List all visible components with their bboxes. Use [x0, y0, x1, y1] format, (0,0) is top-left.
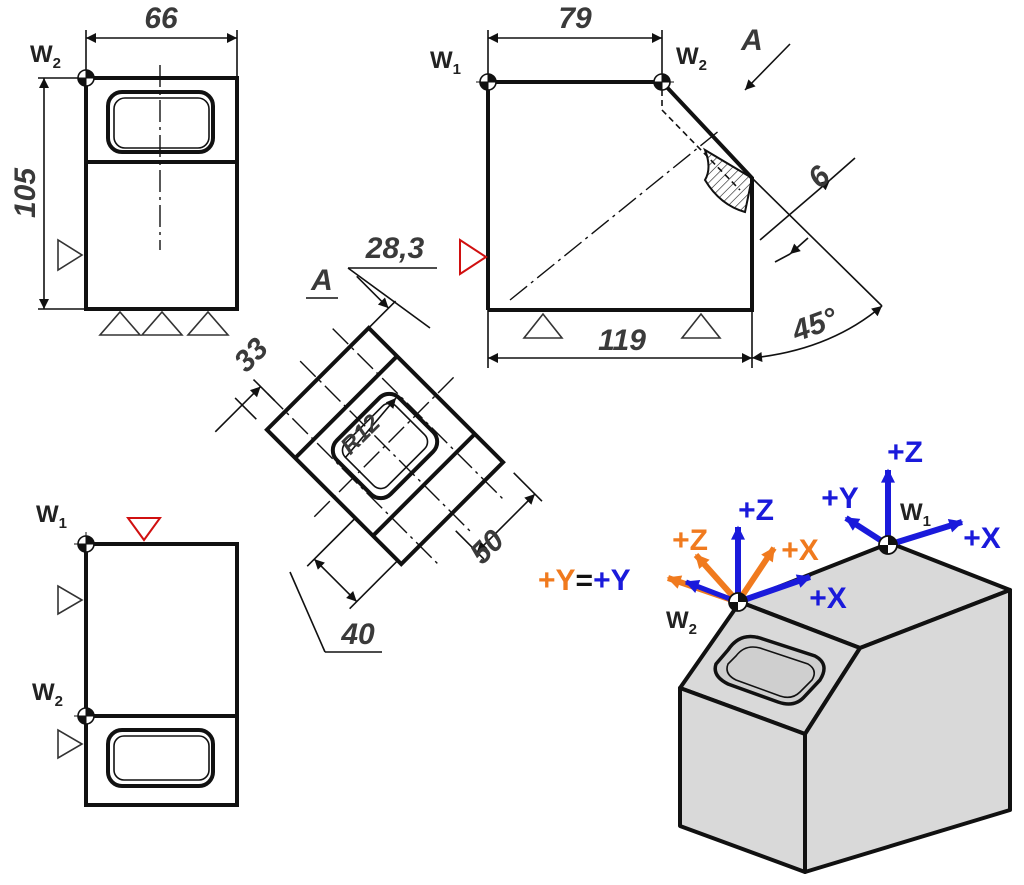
support-triangle [186, 310, 230, 336]
dimension-66: 66 [144, 2, 178, 35]
datum-w2-symbol [74, 66, 98, 90]
support-triangle [98, 310, 142, 336]
dimension-28-3: 28,3 [365, 232, 425, 265]
dimension-105: 105 [9, 167, 42, 218]
datum-w2-label: W2 [676, 43, 707, 74]
view-arrow-a-label: A [740, 24, 763, 57]
w2-x-label-blue: +X [809, 582, 847, 615]
datum-w1-symbol [878, 535, 898, 555]
view-a-title: A [310, 264, 333, 297]
datum-w2-symbol [728, 592, 748, 612]
w2-z-label-blue: +Z [738, 494, 774, 527]
dimension-79: 79 [558, 2, 592, 35]
dimension-119: 119 [598, 324, 646, 357]
dimension-45-degrees: 45° [787, 301, 843, 348]
section-hatch [703, 147, 754, 214]
support-triangle [57, 728, 84, 760]
view-a-detail: 28,3 A 33 R12 50 40 [214, 232, 543, 653]
support-triangle-red [126, 517, 162, 542]
datum-w2-symbol [74, 704, 98, 728]
support-triangle [57, 584, 84, 616]
left-bottom-view: W1 W2 [32, 501, 239, 807]
datum-w2-symbol [650, 70, 674, 94]
right-top-view: 79 119 6 45° A W1 [430, 2, 883, 368]
part-pocket [713, 634, 826, 706]
support-triangle [522, 312, 564, 339]
w1-x-label: +X [963, 522, 1001, 555]
support-triangle [57, 238, 84, 272]
support-triangle [140, 310, 184, 336]
datum-w2-label: W2 [666, 607, 697, 638]
w1-y-label: +Y [821, 482, 859, 515]
left-top-view: 66 105 W2 [9, 2, 239, 336]
dimension-50: 50 [464, 524, 511, 571]
datum-w1-symbol [74, 532, 98, 556]
y-axis-equivalence: +Y=+Y [538, 564, 631, 597]
datum-w1-label: W1 [430, 47, 461, 78]
w2-z-label-orange: +Z [672, 524, 708, 557]
w1-x-axis [887, 519, 964, 548]
datum-w1-symbol [476, 70, 500, 94]
part-side-face [803, 588, 1012, 874]
w1-z-label: +Z [887, 436, 923, 469]
w2-x-axis-blue [737, 574, 812, 605]
datum-w1-label: W1 [900, 499, 931, 530]
support-triangle [680, 312, 722, 339]
w2-x-axis-orange [735, 546, 777, 604]
w2-z-axis-orange [693, 553, 741, 604]
dimension-6: 6 [802, 159, 837, 194]
dimension-33: 33 [228, 332, 275, 379]
datum-w2-label: W2 [32, 679, 63, 710]
w2-x-label-orange: +X [781, 534, 819, 567]
datum-w1-label: W1 [36, 501, 67, 532]
isometric-part: +Z +Y +X W1 +Z +Z +X +X +Y=+Y W2 [538, 436, 1012, 874]
support-triangle-red [459, 238, 488, 276]
dimension-40: 40 [340, 618, 375, 651]
datum-w2-label: W2 [30, 41, 61, 72]
